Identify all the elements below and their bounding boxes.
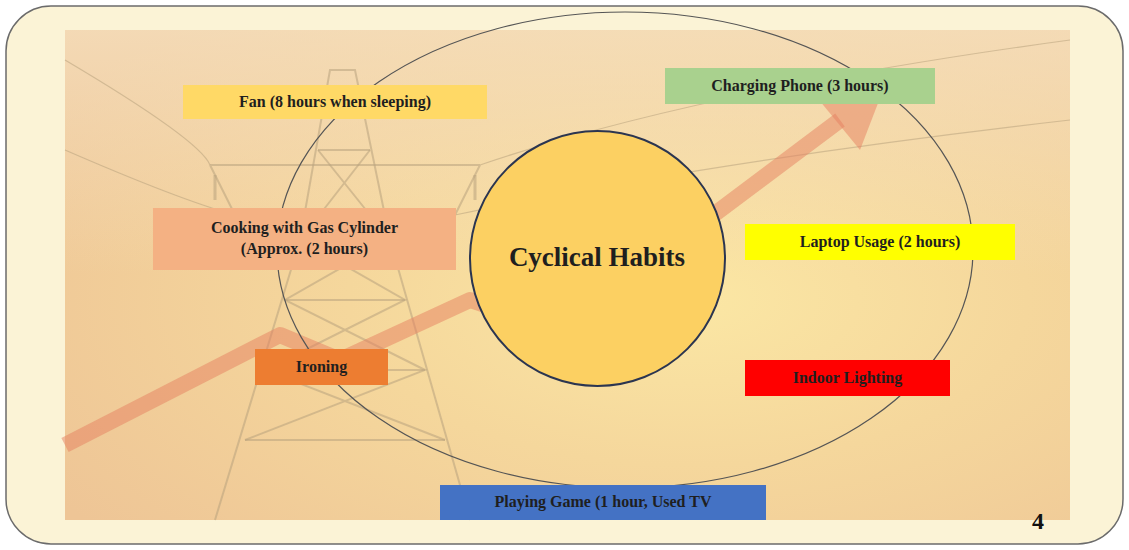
habit-label: Playing Game (1 hour, Used TV xyxy=(495,492,712,513)
pylon-illustration xyxy=(65,40,1070,520)
habit-label: Laptop Usage (2 hours) xyxy=(800,232,960,253)
background-haze xyxy=(65,30,1070,520)
habit-label: Charging Phone (3 hours) xyxy=(711,76,888,97)
habit-box: Laptop Usage (2 hours) xyxy=(745,224,1015,260)
habit-label: Cooking with Gas Cylinder (Approx. (2 ho… xyxy=(194,218,416,260)
outer-frame xyxy=(6,6,1123,544)
habit-box: Indoor Lighting xyxy=(745,360,950,396)
habit-box: Fan (8 hours when sleeping) xyxy=(183,85,487,119)
pylon-legs xyxy=(215,70,470,520)
habit-box: Ironing xyxy=(255,349,388,385)
pylon-crossbars xyxy=(245,150,445,440)
habit-box: Charging Phone (3 hours) xyxy=(665,68,935,104)
page-number: 4 xyxy=(1032,508,1044,535)
habit-box: Playing Game (1 hour, Used TV xyxy=(440,485,766,520)
center-circle: Cyclical Habits xyxy=(469,130,726,387)
trend-line xyxy=(65,120,840,445)
habit-label: Fan (8 hours when sleeping) xyxy=(239,92,431,113)
habit-label: Indoor Lighting xyxy=(793,368,903,389)
habit-box: Cooking with Gas Cylinder (Approx. (2 ho… xyxy=(153,208,456,270)
background-photo xyxy=(65,30,1070,520)
pylon-lattice xyxy=(245,150,445,440)
habit-label: Ironing xyxy=(296,357,347,378)
center-title: Cyclical Habits xyxy=(509,240,685,275)
